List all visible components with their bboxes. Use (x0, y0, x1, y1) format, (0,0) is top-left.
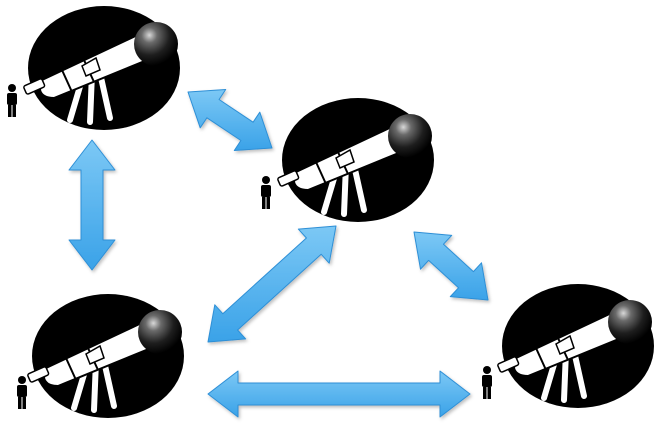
arrow-center-bottomleft (207, 225, 337, 343)
arrow-bottomleft-bottomright (207, 370, 471, 418)
arrow-topleft-bottomleft (68, 139, 116, 271)
person-icon (17, 376, 27, 409)
person-icon (261, 176, 271, 209)
telescope-icon (497, 284, 654, 408)
arrow-topleft-center (187, 89, 273, 151)
connection-arrows (68, 89, 489, 418)
person-icon (482, 366, 492, 399)
person-icon (7, 84, 17, 117)
telescope-icon (277, 98, 434, 222)
arrow-center-bottomright (413, 231, 489, 301)
telescope-node-bottom-right (482, 284, 654, 408)
telescope-icon (23, 6, 180, 130)
telescope-icon (27, 294, 184, 418)
telescope-node-bottom-left (17, 294, 184, 418)
telescope-node-top-left (7, 6, 180, 130)
telescope-node-center (261, 98, 434, 222)
